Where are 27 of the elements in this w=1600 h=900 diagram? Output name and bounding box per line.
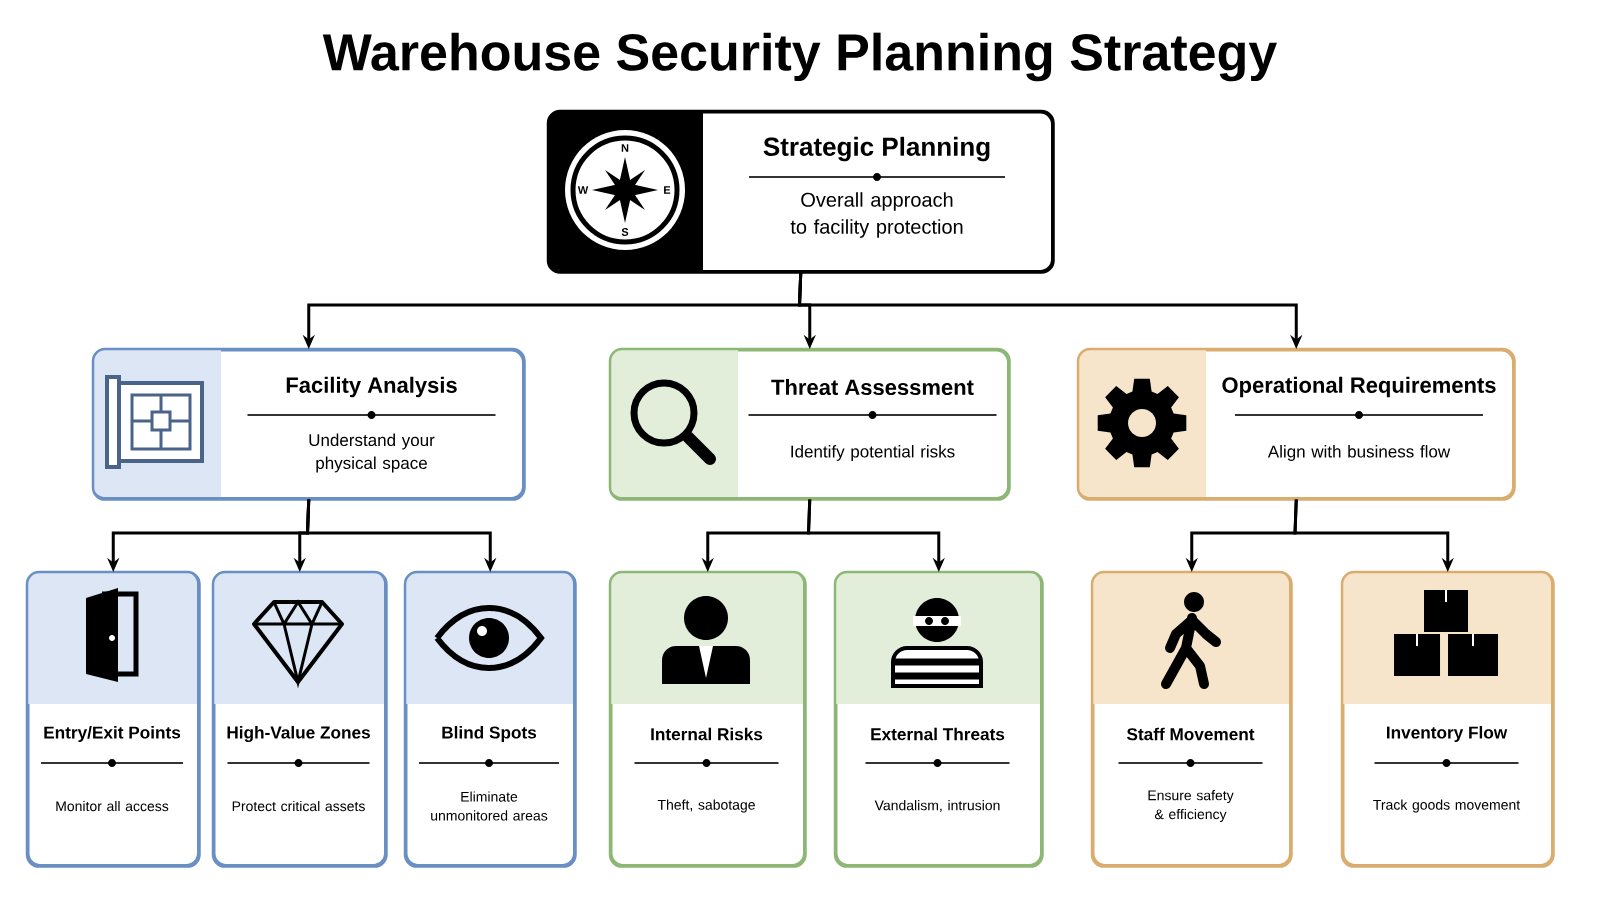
description: Eliminate unmonitored areas bbox=[431, 791, 548, 821]
description: Monitor all access bbox=[56, 800, 169, 812]
label: N bbox=[621, 144, 629, 152]
heading: Strategic Planning bbox=[763, 136, 990, 162]
description: Understand your physical space bbox=[309, 433, 435, 473]
label: S bbox=[621, 228, 629, 236]
description: Identify potential risks bbox=[791, 445, 955, 461]
heading: High-Value Zones bbox=[227, 725, 370, 743]
heading: Blind Spots bbox=[442, 726, 537, 743]
description: Vandalism, intrusion bbox=[874, 800, 1000, 812]
heading: Operational Requirements bbox=[1222, 376, 1496, 398]
label: W bbox=[577, 186, 589, 194]
description: Protect critical assets bbox=[232, 800, 365, 812]
label: E bbox=[664, 186, 671, 194]
description: Overall approach to facility protection bbox=[790, 192, 963, 238]
description: Track goods movement bbox=[1373, 799, 1521, 813]
heading: Inventory Flow bbox=[1387, 726, 1508, 743]
heading: Entry/Exit Points bbox=[44, 726, 181, 743]
heading: Internal Risks bbox=[651, 727, 763, 741]
heading: Staff Movement bbox=[1127, 727, 1255, 741]
title: Warehouse Security Planning Strategy bbox=[322, 32, 1277, 82]
description: Align with business flow bbox=[1267, 445, 1451, 461]
heading: External Threats bbox=[871, 727, 1005, 741]
heading: Threat Assessment bbox=[771, 378, 974, 396]
description: Theft, sabotage bbox=[657, 799, 755, 813]
heading: Facility Analysis bbox=[286, 376, 457, 398]
description: Ensure safety & efficiency bbox=[1148, 790, 1234, 822]
